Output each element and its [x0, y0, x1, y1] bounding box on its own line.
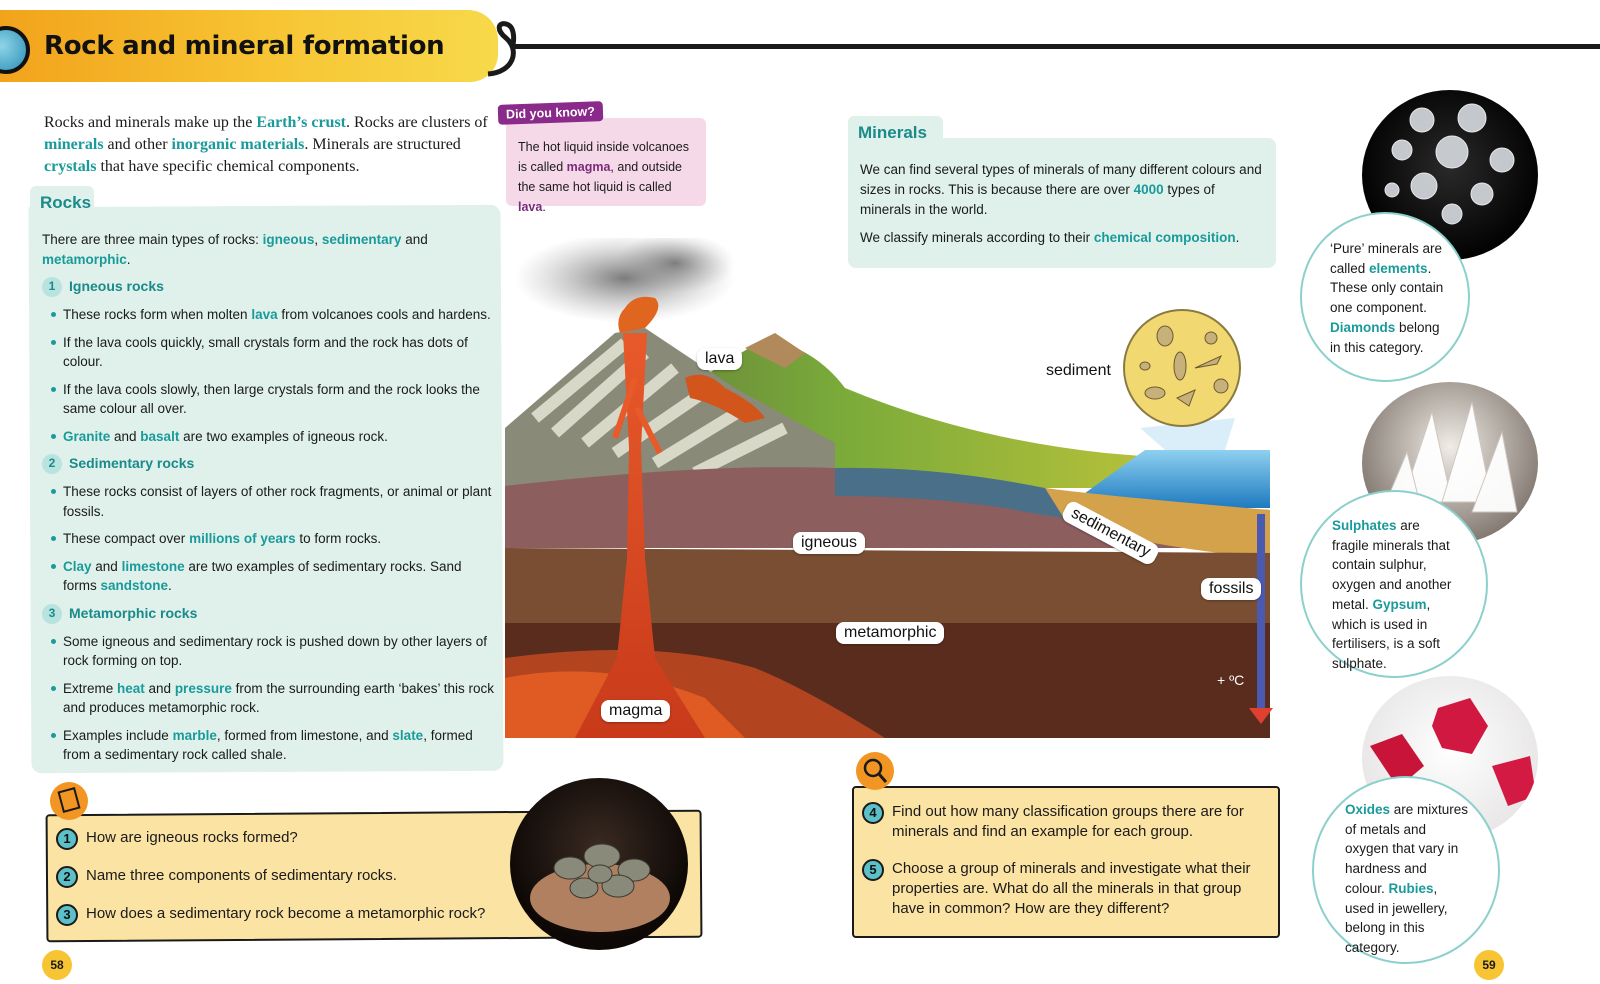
list-item: If the lava cools quickly, small crystal… — [42, 333, 497, 372]
rocks-body: There are three main types of rocks: ign… — [42, 230, 497, 765]
header-rule — [512, 44, 1600, 49]
label-igneous: igneous — [793, 532, 866, 554]
rocks-lead: There are three main types of rocks: ign… — [42, 232, 428, 267]
sulphates-circle — [1300, 490, 1488, 678]
list-item: Examples include marble, formed from lim… — [42, 726, 497, 765]
oxides-text: Oxides are mixtures of metals and oxygen… — [1345, 802, 1469, 955]
notebook-icon — [50, 782, 88, 820]
elements-circle — [1300, 212, 1470, 382]
elements-text: ‘Pure’ minerals are called elements. The… — [1330, 241, 1444, 355]
rubies-illustration — [1370, 698, 1536, 806]
list-item: Granite and basalt are two examples of i… — [42, 427, 497, 447]
list-item: These compact over millions of years to … — [42, 529, 497, 549]
did-you-know-box — [506, 118, 706, 206]
magnifier-icon — [856, 752, 894, 790]
label-temperature: + ºC — [1217, 672, 1245, 688]
minerals-tab — [848, 116, 943, 148]
number-badge: 2 — [42, 454, 62, 474]
rock-cycle-diagram: lava sediment igneous sedimentary fossil… — [505, 233, 1275, 738]
minerals-para-2: We classify minerals according to their … — [860, 230, 1240, 245]
did-you-know-text: The hot liquid inside volcanoes is calle… — [518, 140, 689, 214]
minerals-panel — [848, 138, 1276, 268]
list-item: These rocks consist of layers of other r… — [42, 482, 497, 521]
list-item: If the lava cools slowly, then large cry… — [42, 380, 497, 419]
label-fossils: fossils — [1201, 578, 1262, 600]
minerals-heading: Minerals — [858, 123, 927, 142]
questions-box-right — [852, 786, 1280, 938]
page-title: Rock and mineral formation — [44, 31, 445, 61]
minerals-body: We can find several types of minerals of… — [860, 160, 1268, 248]
intro-paragraph: Rocks and minerals make up the Earth’s c… — [44, 114, 488, 175]
label-sediment: sediment — [1046, 362, 1111, 379]
rocks-tab — [30, 186, 94, 218]
label-metamorphic: metamorphic — [836, 622, 945, 644]
number-badge: 1 — [42, 277, 62, 297]
hands-pebbles-photo — [510, 778, 688, 950]
page-number-right: 59 — [1474, 950, 1504, 980]
oxides-circle — [1312, 776, 1500, 964]
list-item: Some igneous and sedimentary rock is pus… — [42, 632, 497, 671]
header-swirl — [487, 21, 517, 77]
cross-section-illustration — [505, 233, 1273, 738]
minerals-para-1: We can find several types of minerals of… — [860, 162, 1262, 217]
list-item: Extreme heat and pressure from the surro… — [42, 679, 497, 718]
label-magma: magma — [601, 700, 671, 722]
rocks-heading: Rocks — [40, 193, 92, 212]
magnifier-icon-graphic — [863, 758, 888, 783]
diamonds-illustration — [1384, 103, 1515, 225]
header-banner — [0, 10, 498, 82]
did-you-know-tag: Did you know? — [497, 101, 604, 125]
label-lava: lava — [697, 348, 743, 370]
list-item: Clay and limestone are two examples of s… — [42, 557, 497, 596]
pebbles-illustration — [530, 843, 670, 932]
sulphates-text: Sulphates are fragile minerals that cont… — [1332, 518, 1452, 671]
notebook-icon-graphic — [57, 787, 81, 813]
page-number-left: 58 — [42, 950, 72, 980]
number-badge: 3 — [42, 603, 62, 624]
list-item: These rocks form when molten lava from v… — [42, 305, 497, 325]
